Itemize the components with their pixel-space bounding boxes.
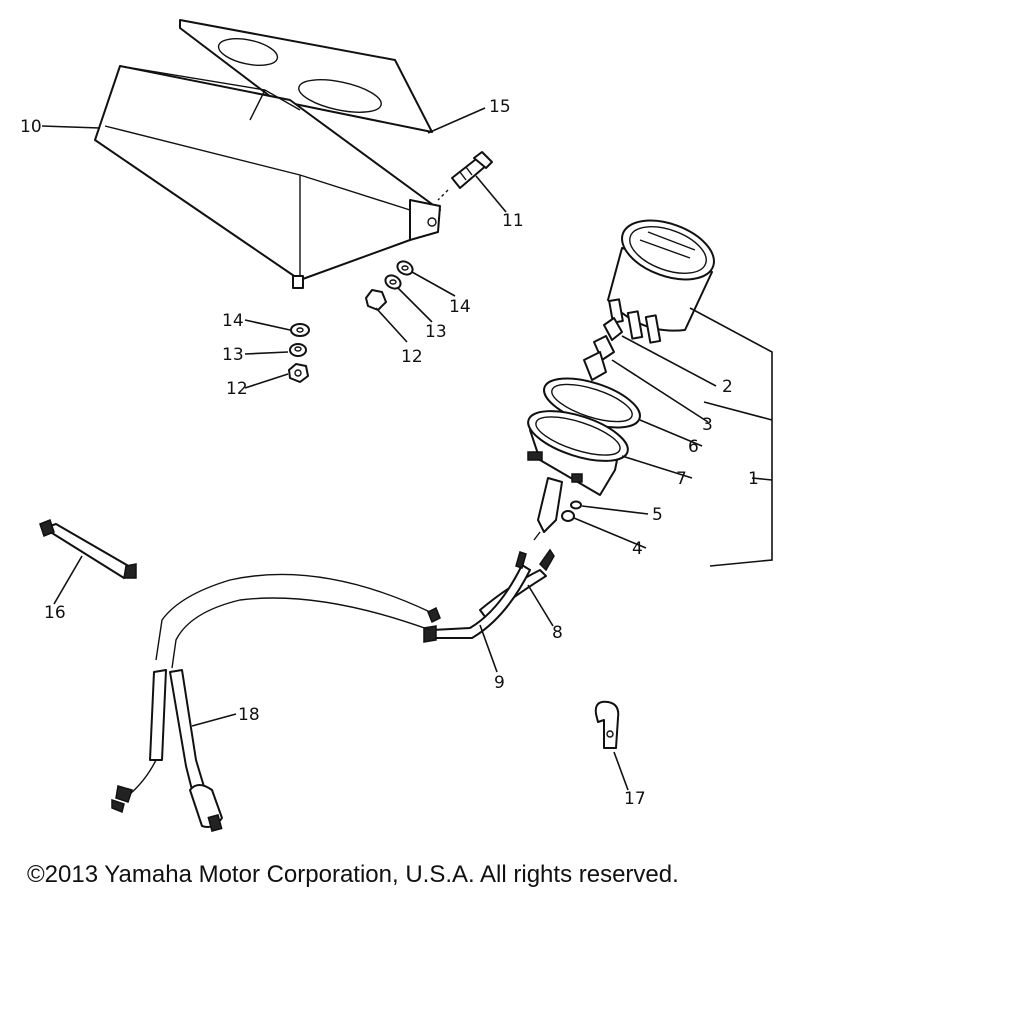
cable-loop xyxy=(155,573,431,669)
callout-7: 7 xyxy=(676,469,687,489)
callout-15: 15 xyxy=(489,97,511,117)
callout-1: 1 xyxy=(748,469,759,489)
part-4-nut xyxy=(561,510,575,522)
callout-14-left: 14 xyxy=(222,311,244,331)
callout-5: 5 xyxy=(652,505,663,525)
part-18-lamp-wire xyxy=(111,669,223,832)
part-5-washer xyxy=(570,500,582,510)
callout-4: 4 xyxy=(632,539,643,559)
part-17-cable-clamp xyxy=(594,700,620,749)
callout-14-right: 14 xyxy=(449,297,471,317)
part-16-sleeve xyxy=(39,519,137,579)
callout-18: 18 xyxy=(238,705,260,725)
callout-17: 17 xyxy=(624,789,646,809)
callout-11: 11 xyxy=(502,211,524,231)
callout-9: 9 xyxy=(494,673,505,693)
callout-10: 10 xyxy=(20,117,42,137)
part-10-meter-housing xyxy=(94,65,441,289)
copyright-notice: ©2013 Yamaha Motor Corporation, U.S.A. A… xyxy=(27,861,679,888)
callout-8: 8 xyxy=(552,623,563,643)
part-14-washer-right xyxy=(396,260,414,276)
part-13-lock-washer-right xyxy=(384,274,402,290)
part-12-nut-right xyxy=(365,289,387,311)
part-7-meter-case xyxy=(527,410,629,541)
part-13-lock-washer-left xyxy=(289,343,307,357)
part-14-washer-left xyxy=(290,323,310,337)
callout-12-right: 12 xyxy=(401,347,423,367)
callout-3: 3 xyxy=(702,415,713,435)
callout-labels: 10 15 11 14 13 12 14 13 12 2 3 6 1 7 5 4… xyxy=(20,97,759,809)
part-15-meter-panel xyxy=(179,19,433,133)
callout-12-left: 12 xyxy=(226,379,248,399)
callout-6: 6 xyxy=(688,437,699,457)
part-2-bulb xyxy=(603,317,623,341)
part-1-meter-assembly xyxy=(607,219,715,344)
leader-lines xyxy=(41,107,773,791)
callout-13-left: 13 xyxy=(222,345,244,365)
part-9-meter-cable xyxy=(423,551,531,643)
part-11-bolt xyxy=(437,151,493,201)
part-3-socket xyxy=(583,335,615,381)
callout-13-right: 13 xyxy=(425,322,447,342)
callout-2: 2 xyxy=(722,377,733,397)
callout-16: 16 xyxy=(44,603,66,623)
part-12-nut-left xyxy=(288,363,309,383)
